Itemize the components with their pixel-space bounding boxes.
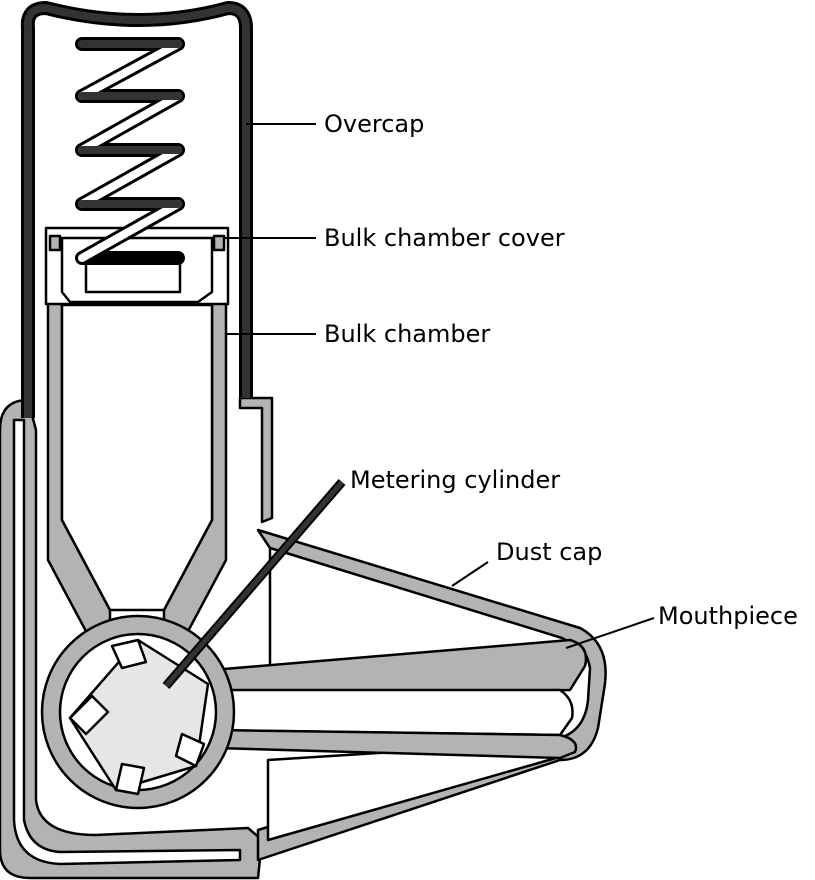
label-metering-cylinder: Metering cylinder (350, 466, 561, 494)
leader-line-mouthpiece (565, 617, 655, 649)
label-bulk-chamber: Bulk chamber (324, 320, 491, 348)
label-dust-cap: Dust cap (496, 538, 603, 566)
label-bulk-chamber-cover: Bulk chamber cover (324, 224, 565, 252)
label-mouthpiece: Mouthpiece (658, 602, 798, 630)
bulk-chamber-cover (44, 226, 230, 306)
leader-line-dust-cap (451, 561, 489, 587)
leader-line-metering-cylinder-inner (164, 480, 344, 688)
leader-lines (162, 123, 655, 689)
body-housing (0, 396, 274, 880)
label-overcap: Overcap (324, 110, 425, 138)
spring (75, 37, 185, 265)
mouthpiece (203, 638, 588, 760)
overcap (20, 1, 253, 418)
